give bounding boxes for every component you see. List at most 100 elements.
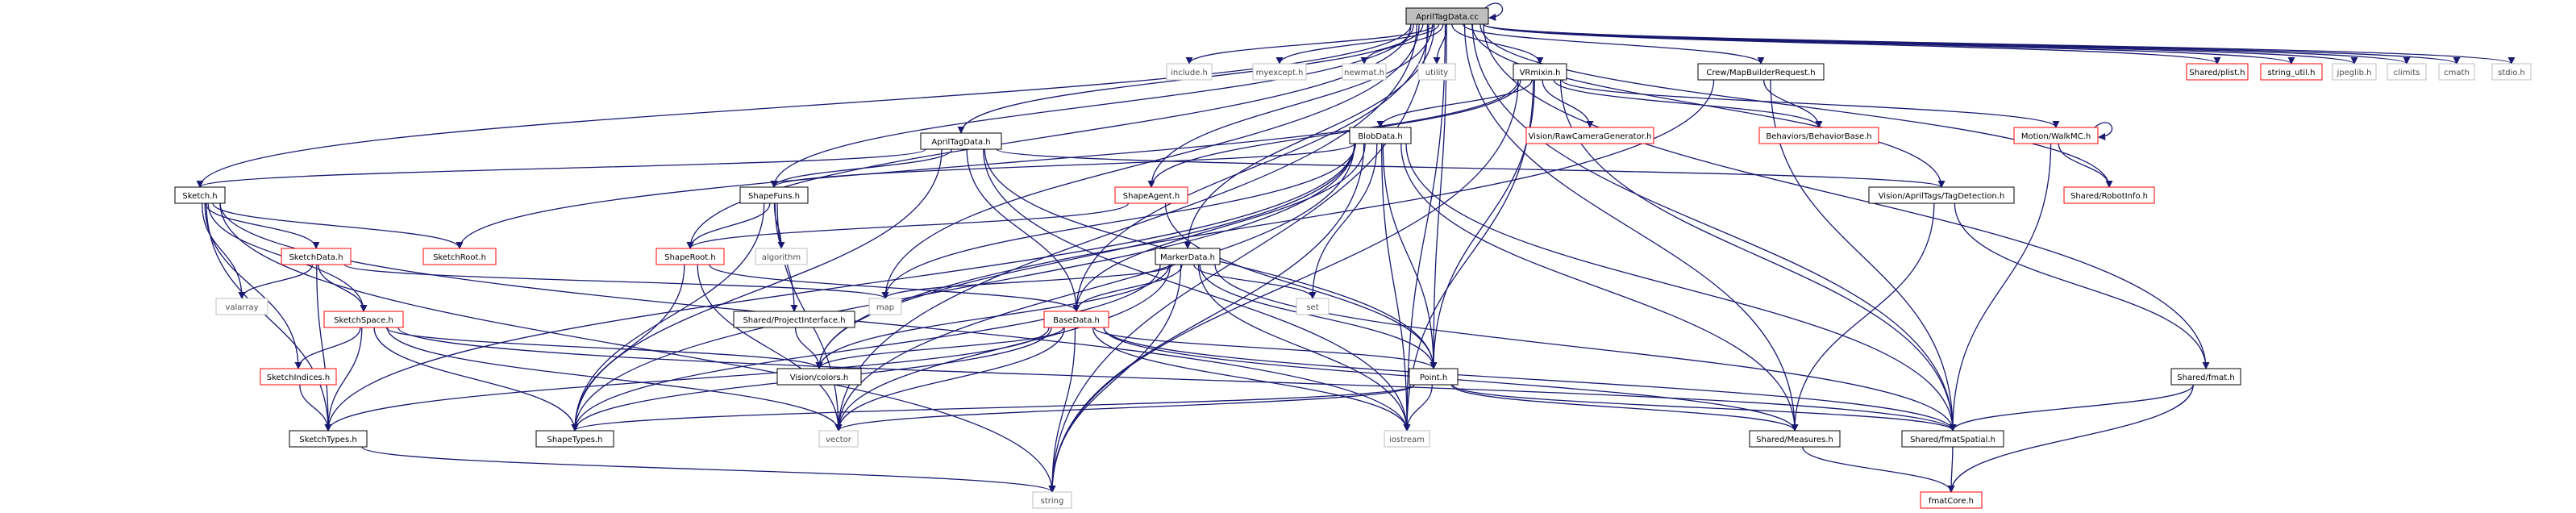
node-vision-apriltags-tagdetection-h[interactable]: Vision/AprilTags/TagDetection.h xyxy=(1868,186,2015,204)
node-set: set xyxy=(1296,298,1330,315)
node-box xyxy=(2387,63,2427,81)
node-box xyxy=(655,248,725,265)
edge-walkmc-to-walkmc xyxy=(2094,122,2113,140)
edge-markerdata-to-basedata xyxy=(1072,264,1183,312)
node-label: VRmixin.h xyxy=(1520,69,1561,77)
edge-blobdata-to-string xyxy=(1048,143,1365,493)
node-point-h[interactable]: Point.h xyxy=(1409,368,1459,386)
node-vision-rawcameragenerator-h[interactable]: Vision/RawCameraGenerator.h xyxy=(1525,127,1654,144)
edge-blobdata-to-shapefuns xyxy=(770,143,1355,188)
edge-crew-to-behaviorbase xyxy=(1762,79,1823,128)
node-label: ShapeRoot.h xyxy=(664,253,716,262)
node-shared-robotinfo-h[interactable]: Shared/RobotInfo.h xyxy=(2063,186,2155,204)
node-vector: vector xyxy=(818,430,859,448)
node-sketchspace-h[interactable]: SketchSpace.h xyxy=(323,311,404,328)
edge-root-to-fmatspatial xyxy=(1471,23,1957,432)
node-string-util-h[interactable]: string_util.h xyxy=(2260,63,2323,81)
node-shared-projectinterface-h[interactable]: Shared/ProjectInterface.h xyxy=(733,311,855,328)
node-box xyxy=(776,368,862,386)
edge-blobdata-to-point xyxy=(1382,143,1438,369)
node-label: Sketch.h xyxy=(182,192,217,201)
node-shaperoot-h[interactable]: ShapeRoot.h xyxy=(655,248,725,265)
node-box xyxy=(2332,63,2377,81)
node-label: iostream xyxy=(1389,436,1425,444)
node-shapetypes-h[interactable]: ShapeTypes.h xyxy=(535,430,614,448)
edge-fmatspatial-to-fmatcore xyxy=(1947,446,1955,493)
node-shared-fmatspatial-h[interactable]: Shared/fmatSpatial.h xyxy=(1901,430,2004,448)
node-shared-fmat-h[interactable]: Shared/fmat.h xyxy=(2170,368,2241,386)
node-utility: utility xyxy=(1417,63,1456,81)
edge-apriltagdata_h-to-shapetypes xyxy=(571,148,943,432)
node-label: Crew/MapBuilderRequest.h xyxy=(1706,69,1815,77)
edge-root-to-newmat xyxy=(1360,23,1444,65)
edge-blobdata-to-iostream xyxy=(1381,143,1411,432)
node-basedata-h[interactable]: BaseData.h xyxy=(1043,311,1109,328)
node-label: Shared/Measures.h xyxy=(1756,436,1833,444)
node-vision-colors-h[interactable]: Vision/colors.h xyxy=(776,368,862,386)
edge-sketchindices-to-sketchtypes xyxy=(299,384,332,432)
node-label: algorithm xyxy=(762,253,801,262)
edge-walkmc-to-robotinfo xyxy=(2058,143,2113,188)
edge-point-to-iostream xyxy=(1403,384,1433,432)
node-motion-walkmc-h[interactable]: Motion/WalkMC.h xyxy=(2013,127,2099,144)
edge-blobdata-to-set xyxy=(1309,143,1378,299)
node-shared-plist-h[interactable]: Shared/plist.h xyxy=(2186,63,2249,81)
node-vrmixin-h[interactable]: VRmixin.h xyxy=(1513,63,1567,81)
edge-sketchspace-to-vector xyxy=(386,327,843,432)
node-shapeagent-h[interactable]: ShapeAgent.h xyxy=(1114,186,1188,204)
node-box xyxy=(1920,491,1983,509)
edge-blobdata-to-shapetypes xyxy=(571,143,1355,432)
node-sketchroot-h[interactable]: SketchRoot.h xyxy=(422,248,497,265)
node-label: Vision/RawCameraGenerator.h xyxy=(1529,132,1652,141)
node-blobdata-h[interactable]: BlobData.h xyxy=(1349,127,1412,144)
node-box xyxy=(2491,63,2532,81)
edge-root-to-crew xyxy=(1462,23,1765,65)
node-crew-mapbuilderrequest-h[interactable]: Crew/MapBuilderRequest.h xyxy=(1697,63,1825,81)
node-box xyxy=(920,132,1002,150)
node-apriltagdata-cc[interactable]: AprilTagData.cc xyxy=(1405,7,1489,25)
edge-projectint-to-viscolors xyxy=(794,327,823,369)
node-behaviors-behaviorbase-h[interactable]: Behaviors/BehaviorBase.h xyxy=(1758,127,1879,144)
node-label: MarkerData.h xyxy=(1160,253,1215,262)
node-sketchdata-h[interactable]: SketchData.h xyxy=(281,248,352,265)
node-box xyxy=(1342,63,1387,81)
node-box xyxy=(1155,248,1221,265)
node-jpeglib-h: jpeglib.h xyxy=(2332,63,2377,81)
node-label: SketchSpace.h xyxy=(334,316,393,325)
node-sketch-h[interactable]: Sketch.h xyxy=(174,186,226,204)
edge-point-to-fmatspatial xyxy=(1452,384,1957,432)
node-label: Shared/fmatSpatial.h xyxy=(1910,436,1995,444)
node-label: fmatCore.h xyxy=(1929,497,1974,506)
edge-basedata-to-sketchtypes xyxy=(324,327,1050,432)
node-fmatcore-h[interactable]: fmatCore.h xyxy=(1920,491,1983,509)
node-cmath: cmath xyxy=(2438,63,2475,81)
edge-apriltagdata_h-to-basedata xyxy=(966,148,1080,312)
node-label: AprilTagData.cc xyxy=(1416,13,1479,22)
node-apriltagdata-h[interactable]: AprilTagData.h xyxy=(920,132,1002,150)
node-sketchtypes-h[interactable]: SketchTypes.h xyxy=(289,430,368,448)
node-label: stdio.h xyxy=(2498,69,2525,77)
node-markerdata-h[interactable]: MarkerData.h xyxy=(1155,248,1221,265)
edge-vrmixin-to-point xyxy=(1429,79,1536,369)
node-box xyxy=(1384,430,1430,448)
edge-sketchspace-to-sketchtypes xyxy=(324,327,363,432)
node-box xyxy=(2170,368,2241,386)
node-label: SketchData.h xyxy=(289,253,343,262)
edge-root-to-plist xyxy=(1483,23,2221,65)
node-shapefuns-h[interactable]: ShapeFuns.h xyxy=(739,186,809,204)
node-stdio-h: stdio.h xyxy=(2491,63,2532,81)
edge-markerdata-to-string xyxy=(1048,264,1182,493)
edge-basedata-to-string xyxy=(1048,327,1076,493)
node-sketchindices-h[interactable]: SketchIndices.h xyxy=(260,368,337,386)
node-iostream: iostream xyxy=(1384,430,1430,448)
node-box xyxy=(260,368,337,386)
edge-shaperoot-to-vector xyxy=(697,264,843,432)
edge-tagdetection-to-measures xyxy=(1791,202,1935,432)
node-shared-measures-h[interactable]: Shared/Measures.h xyxy=(1749,430,1841,448)
node-newmat-h: newmat.h xyxy=(1342,63,1387,81)
edge-apriltagdata_h-to-tagdetection xyxy=(996,148,1946,188)
edge-fmat-to-fmatspatial xyxy=(1949,384,2194,432)
edge-measures-to-fmatcore xyxy=(1802,446,1955,493)
